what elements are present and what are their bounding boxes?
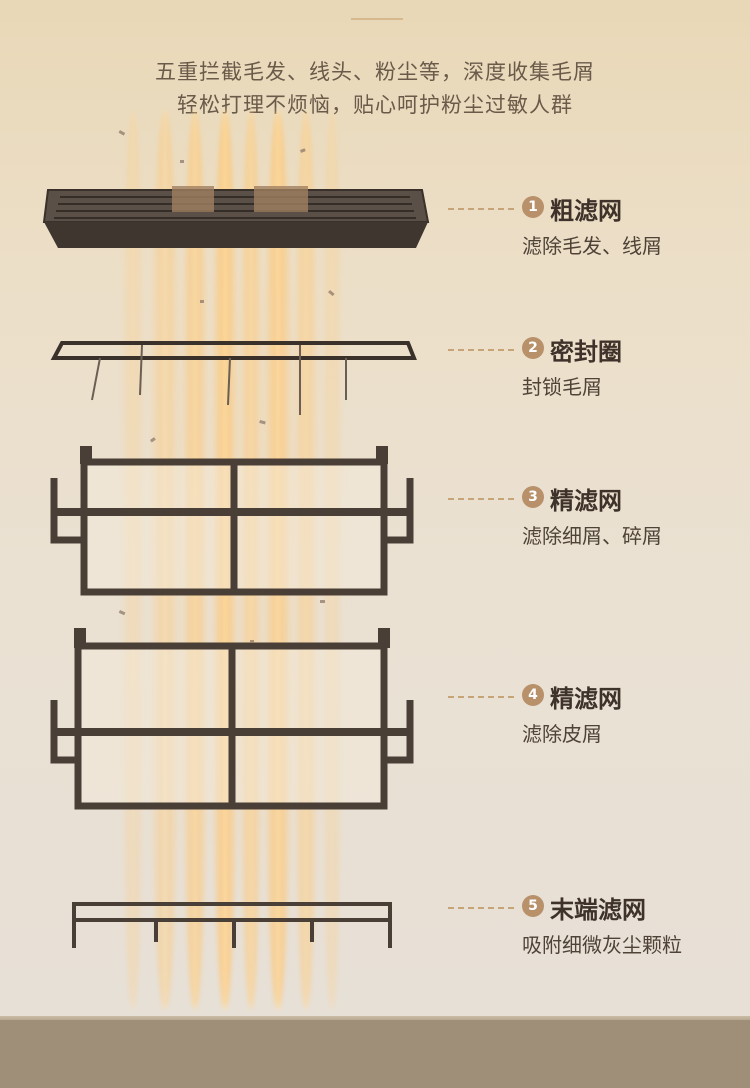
filter-title: 密封圈 (550, 338, 622, 366)
floor-band (0, 1020, 750, 1088)
fine-filter-3-image (50, 446, 414, 596)
leader-dash (448, 907, 514, 909)
filter-description: 滤除细屑、碎屑 (522, 524, 662, 548)
step-number-badge: 2 (522, 337, 544, 359)
step-number-badge: 5 (522, 895, 544, 917)
filter-description: 封锁毛屑 (522, 375, 602, 399)
step-number-badge: 4 (522, 684, 544, 706)
step-number-badge: 3 (522, 486, 544, 508)
seal-ring-image (50, 341, 417, 415)
leader-dash (448, 208, 514, 210)
filter-title: 末端滤网 (550, 896, 646, 924)
top-decoration-rule (351, 18, 403, 20)
headline-line-2: 轻松打理不烦恼，贴心呵护粉尘过敏人群 (177, 93, 573, 117)
dust-particles (118, 130, 335, 643)
step-number-badge: 1 (522, 196, 544, 218)
headline-line-1: 五重拦截毛发、线头、粉尘等，深度收集毛屑 (155, 60, 595, 84)
filter-title: 精滤网 (550, 685, 622, 713)
filter-title: 粗滤网 (550, 197, 622, 225)
leader-dash (448, 696, 514, 698)
leader-dash (448, 498, 514, 500)
filter-title: 精滤网 (550, 487, 622, 515)
filter-description: 滤除毛发、线屑 (522, 234, 662, 258)
coarse-filter-image (42, 186, 430, 248)
end-filter-image (72, 902, 392, 948)
leader-dash (448, 349, 514, 351)
filter-description: 吸附细微灰尘颗粒 (522, 933, 682, 957)
fine-filter-4-image (50, 628, 414, 810)
filter-description: 滤除皮屑 (522, 722, 602, 746)
